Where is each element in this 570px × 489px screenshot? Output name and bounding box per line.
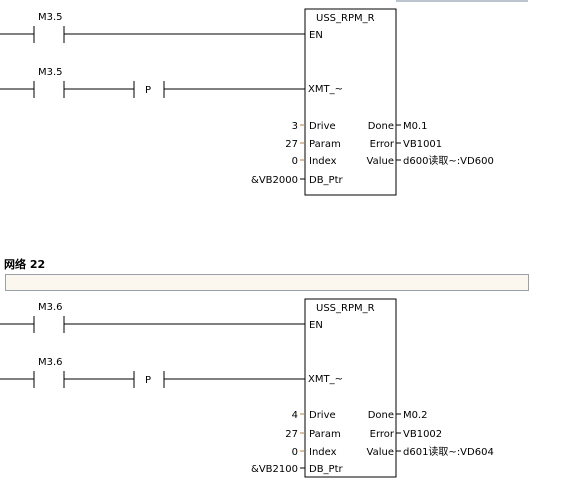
contact-m3-5-xmt[interactable]: M3.5 — [33, 67, 65, 98]
db-ptr-value[interactable]: &VB2100 — [251, 464, 298, 475]
contact-address: M3.6 — [38, 302, 63, 313]
pin-index: Index — [309, 447, 337, 458]
contact-address: M3.5 — [38, 12, 63, 23]
contact-address: M3.6 — [38, 357, 63, 368]
error-value[interactable]: VB1002 — [403, 429, 442, 440]
contact-m3-5-en[interactable]: M3.5 — [33, 12, 65, 43]
index-value[interactable]: 0 — [292, 156, 298, 167]
param-value[interactable]: 27 — [285, 429, 298, 440]
drive-value[interactable]: 3 — [292, 121, 298, 132]
network-1: M3.5 M3.5 P USS_RPM_R EN XMT_~ Drive Par… — [0, 8, 494, 196]
block-name: USS_RPM_R — [316, 13, 375, 24]
pin-done: Done — [368, 410, 394, 421]
pin-drive: Drive — [309, 121, 336, 132]
pin-error: Error — [370, 429, 395, 440]
pin-xmt: XMT_~ — [308, 374, 343, 385]
pin-en: EN — [309, 30, 323, 41]
pin-en: EN — [309, 320, 323, 331]
param-value[interactable]: 27 — [285, 139, 298, 150]
pin-value: Value — [367, 447, 394, 458]
pulse-label: P — [145, 85, 151, 96]
pin-db-ptr: DB_Ptr — [309, 175, 344, 186]
done-value[interactable]: M0.1 — [403, 121, 428, 132]
pin-param: Param — [309, 139, 341, 150]
block-name: USS_RPM_R — [316, 303, 375, 314]
positive-edge-contact[interactable]: P — [133, 371, 165, 388]
value-operand[interactable]: d600读取~:VD600 — [403, 154, 494, 167]
value-operand[interactable]: d601读取~:VD604 — [403, 445, 494, 458]
pin-drive: Drive — [309, 410, 336, 421]
network-22: M3.6 M3.6 P USS_RPM_R EN XMT_~ Drive Par… — [0, 298, 494, 478]
drive-value[interactable]: 4 — [292, 410, 298, 421]
pin-param: Param — [309, 429, 341, 440]
uss-rpm-r-block[interactable]: USS_RPM_R EN XMT_~ Drive Param Index DB_… — [304, 8, 397, 196]
network-comment-box[interactable] — [5, 274, 529, 291]
index-value[interactable]: 0 — [292, 447, 298, 458]
done-value[interactable]: M0.2 — [403, 410, 428, 421]
error-value[interactable]: VB1001 — [403, 139, 442, 150]
pin-done: Done — [368, 121, 394, 132]
pin-value: Value — [367, 156, 394, 167]
pin-index: Index — [309, 156, 337, 167]
positive-edge-contact[interactable]: P — [133, 81, 165, 98]
pin-error: Error — [370, 139, 395, 150]
pin-db-ptr: DB_Ptr — [309, 464, 344, 475]
uss-rpm-r-block[interactable]: USS_RPM_R EN XMT_~ Drive Param Index DB_… — [304, 298, 397, 478]
contact-m3-6-xmt[interactable]: M3.6 — [33, 357, 65, 388]
db-ptr-value[interactable]: &VB2000 — [251, 175, 298, 186]
contact-m3-6-en[interactable]: M3.6 — [33, 302, 65, 333]
pin-xmt: XMT_~ — [308, 84, 343, 95]
network-title[interactable]: 网络 22 — [4, 257, 45, 271]
pulse-label: P — [145, 375, 151, 386]
contact-address: M3.5 — [38, 67, 63, 78]
